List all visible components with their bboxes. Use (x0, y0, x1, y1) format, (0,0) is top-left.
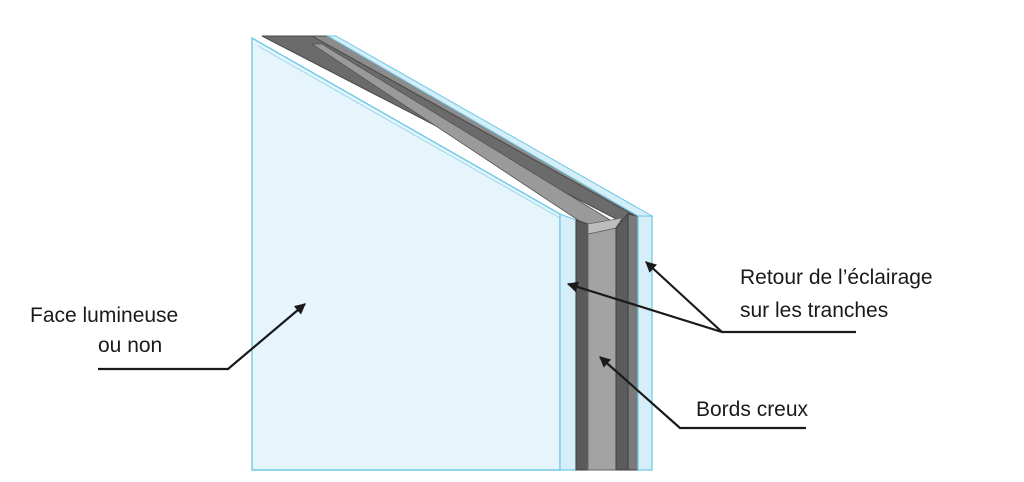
label-bords: Bords creux (696, 398, 809, 421)
back-panel-top-edge (326, 35, 654, 217)
back-panel-edge-strip (637, 215, 653, 471)
retour-arrow-right (645, 261, 723, 333)
face-arrow (98, 303, 306, 371)
frame-right-mid (627, 213, 639, 471)
frame-left-dark (575, 219, 589, 471)
label-retour-line1: Retour de l’éclairage (740, 266, 933, 289)
front-panel-edge-strip (559, 213, 577, 471)
label-retour-line2: sur les tranches (740, 299, 888, 322)
hollow-channel (587, 227, 617, 471)
bords-arrow (599, 356, 806, 430)
front-panel-top-edge-inner (257, 45, 561, 219)
frame-right-dark (615, 212, 629, 471)
label-face-line1: Face lumineuse (30, 304, 178, 327)
label-face-line2: ou non (98, 334, 162, 357)
